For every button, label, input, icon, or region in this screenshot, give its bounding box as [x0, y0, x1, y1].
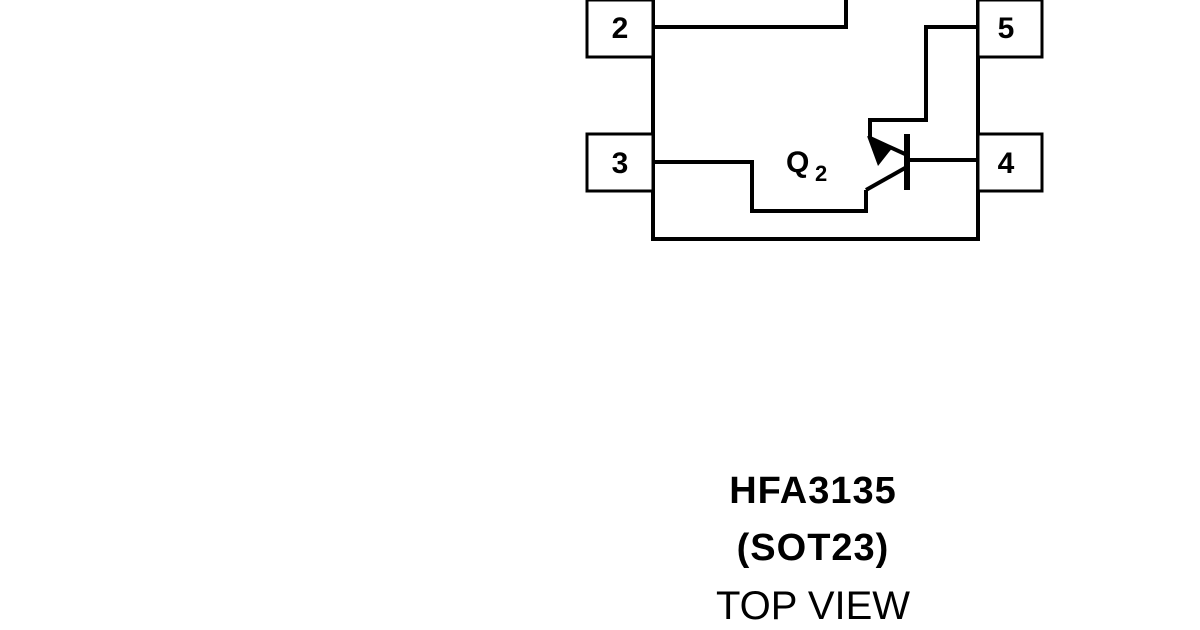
pin-2: 2 [585, 0, 655, 59]
transistor-label-subscript: 2 [815, 161, 827, 186]
pin-4: 4 [976, 132, 1044, 193]
pin-5-number: 5 [998, 12, 1015, 45]
transistor-emitter-arrow [867, 136, 893, 166]
pin-4-number: 4 [998, 147, 1015, 180]
transistor-collector-line [865, 166, 906, 192]
pin-2-number: 2 [612, 12, 629, 45]
pin-3: 3 [585, 132, 655, 193]
package-outline [651, 0, 980, 241]
internal-wiring [653, 0, 978, 213]
pin-5: 5 [976, 0, 1044, 59]
transistor-label: Q [786, 146, 809, 179]
transistor-q2-symbol [865, 134, 910, 192]
part-number-caption: HFA3135 [729, 470, 897, 512]
package-caption: (SOT23) [736, 527, 890, 569]
view-caption: TOP VIEW [715, 584, 911, 628]
pin-3-number: 3 [612, 147, 629, 180]
